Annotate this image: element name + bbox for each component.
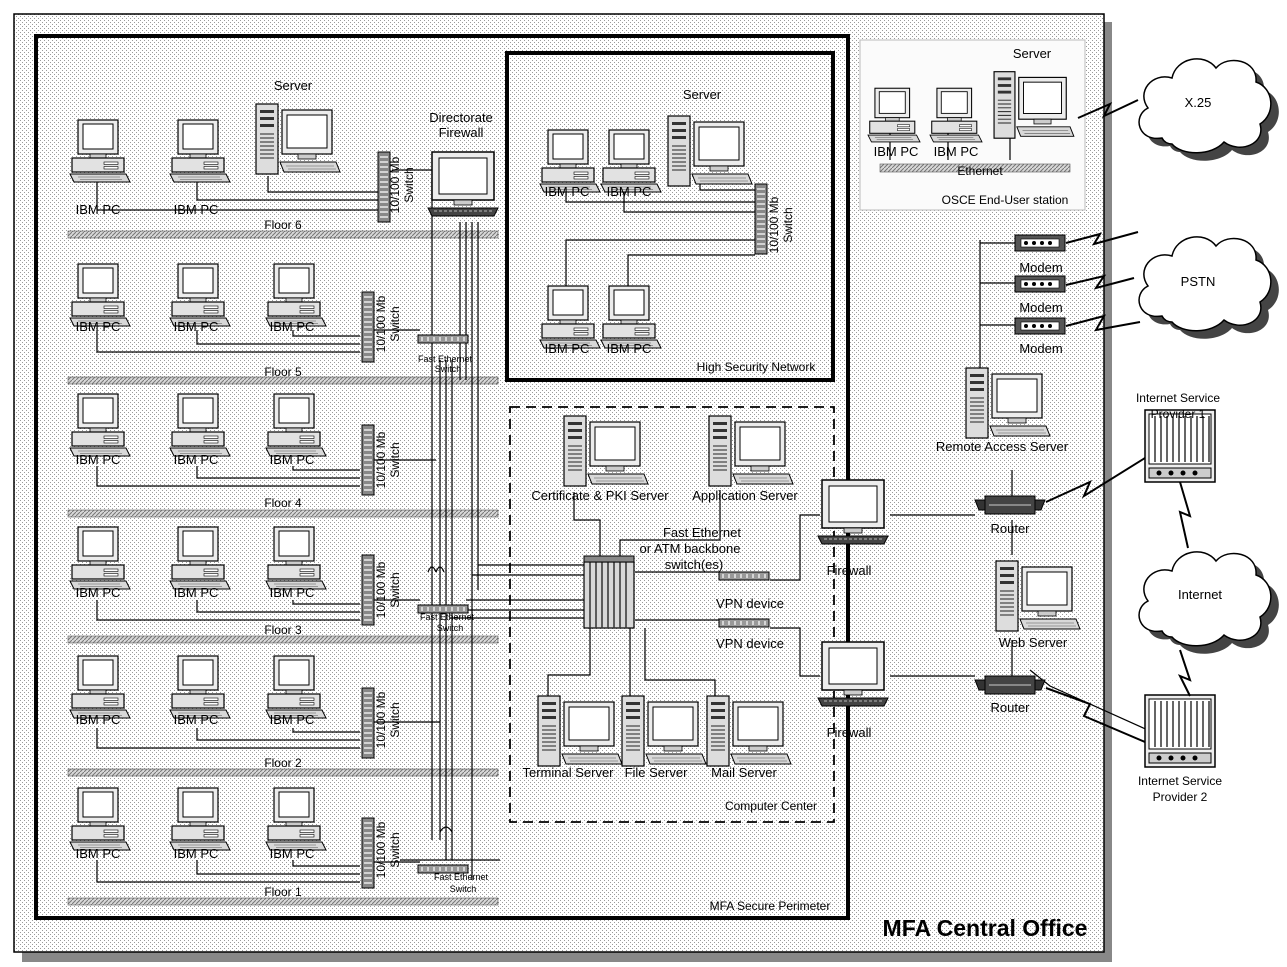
switch-label-1: 10/100 Mb <box>374 561 388 618</box>
router-top <box>975 496 1045 514</box>
isp2-rack <box>1145 695 1215 767</box>
pc-label: IBM PC <box>270 319 315 334</box>
pc-label: IBM PC <box>76 319 121 334</box>
pc-label: IBM PC <box>76 585 121 600</box>
switch-label-1: 10/100 Mb <box>374 821 388 878</box>
internet-label: Internet <box>1178 587 1222 602</box>
remote-access-server <box>966 368 1050 438</box>
main-title: MFA Central Office <box>883 915 1088 941</box>
switch-label-2: Switch <box>388 306 402 341</box>
floor-label: Floor 4 <box>264 496 302 510</box>
pc-label: IBM PC <box>270 585 315 600</box>
isp2-label-2: Provider 2 <box>1153 790 1208 804</box>
fe-switch-label-1: Fast Ethernet <box>434 872 489 882</box>
floor-label: Floor 5 <box>264 365 302 379</box>
vpn-label-bottom: VPN device <box>716 636 784 651</box>
file-server-label: File Server <box>625 765 689 780</box>
pc-label: IBM PC <box>545 184 590 199</box>
router-bottom <box>975 676 1045 694</box>
switch-label-2: Switch <box>388 442 402 477</box>
fe-switch-label-1: Fast Ethernet <box>418 354 473 364</box>
ethernet-label: Ethernet <box>957 164 1003 178</box>
backbone-switch <box>584 556 634 628</box>
floor6-server <box>256 104 340 174</box>
hsn-server-label: Server <box>683 87 722 102</box>
web-server-label: Web Server <box>999 635 1068 650</box>
isp1-label-1: Internet Service <box>1136 391 1220 405</box>
pc-label: IBM PC <box>174 712 219 727</box>
fe-switch-label-2: Switch <box>450 884 477 894</box>
pc-label: IBM PC <box>607 184 652 199</box>
cert-server-label: Certificate & PKI Server <box>531 488 669 503</box>
remote-access-label: Remote Access Server <box>936 439 1069 454</box>
x25-label: X.25 <box>1185 95 1212 110</box>
osce-server-label: Server <box>1013 46 1052 61</box>
modems <box>1015 235 1065 334</box>
switch-label-1: 10/100 Mb <box>374 431 388 488</box>
switch-label-2: Switch <box>781 207 795 242</box>
fe-switch-label-1: Fast Ethernet <box>420 612 475 622</box>
floor-label: Floor 1 <box>264 885 302 899</box>
floor6-server-label: Server <box>274 78 313 93</box>
terminal-server-label: Terminal Server <box>522 765 614 780</box>
switch-label-2: Switch <box>388 832 402 867</box>
pc-label: IBM PC <box>174 452 219 467</box>
pc-label: IBM PC <box>174 319 219 334</box>
pc-label: IBM PC <box>874 144 919 159</box>
fe-switch-label-2: Switch <box>437 623 464 633</box>
switch-label-1: 10/100 Mb <box>388 156 402 213</box>
pstn-label: PSTN <box>1181 274 1216 289</box>
directorate-label-1: Directorate <box>429 110 493 125</box>
pc-label: IBM PC <box>270 846 315 861</box>
pc-label: IBM PC <box>270 712 315 727</box>
switch-label-1: 10/100 Mb <box>374 691 388 748</box>
fe-switch-label-2: Switch <box>435 364 462 374</box>
pc-label: IBM PC <box>174 846 219 861</box>
switch-label-2: Switch <box>388 572 402 607</box>
modem-label: Modem <box>1019 300 1062 315</box>
router-label-top: Router <box>990 521 1030 536</box>
high-security-label: High Security Network <box>697 360 817 374</box>
pc-label: IBM PC <box>76 452 121 467</box>
switch-label-1: 10/100 Mb <box>374 295 388 352</box>
pc-label: IBM PC <box>270 452 315 467</box>
internet-cloud <box>1139 552 1279 654</box>
directorate-label-2: Firewall <box>439 125 484 140</box>
modem-label: Modem <box>1019 260 1062 275</box>
isp2-label-1: Internet Service <box>1138 774 1222 788</box>
modem-label: Modem <box>1019 341 1062 356</box>
web-server <box>996 561 1080 631</box>
pc-label: IBM PC <box>174 202 219 217</box>
backbone-label-2: or ATM backbone <box>640 541 741 556</box>
perimeter-label: MFA Secure Perimeter <box>710 899 831 913</box>
backbone-label-3: switch(es) <box>665 557 724 572</box>
switch-label-2: Switch <box>388 702 402 737</box>
app-server-label: Application Server <box>692 488 798 503</box>
computer-center-label: Computer Center <box>725 799 817 813</box>
router-label-bottom: Router <box>990 700 1030 715</box>
switch-label-2: Switch <box>402 167 416 202</box>
floor-label: Floor 2 <box>264 756 302 770</box>
pc-label: IBM PC <box>76 712 121 727</box>
mail-server-label: Mail Server <box>711 765 777 780</box>
pc-label: IBM PC <box>607 341 652 356</box>
switch-label-1: 10/100 Mb <box>767 196 781 253</box>
pc-label: IBM PC <box>76 202 121 217</box>
floor-label: Floor 6 <box>264 218 302 232</box>
pc-label: IBM PC <box>76 846 121 861</box>
pc-label: IBM PC <box>934 144 979 159</box>
backbone-label-1: Fast Ethernet <box>663 525 741 540</box>
pc-label: IBM PC <box>174 585 219 600</box>
floor-label: Floor 3 <box>264 623 302 637</box>
pc-label: IBM PC <box>545 341 590 356</box>
vpn-label-top: VPN device <box>716 596 784 611</box>
firewall-label-bottom: Firewall <box>827 725 872 740</box>
osce-label: OSCE End-User station <box>942 193 1069 207</box>
isp1-label-2: Provider 1 <box>1151 407 1206 421</box>
firewall-label-top: Firewall <box>827 563 872 578</box>
